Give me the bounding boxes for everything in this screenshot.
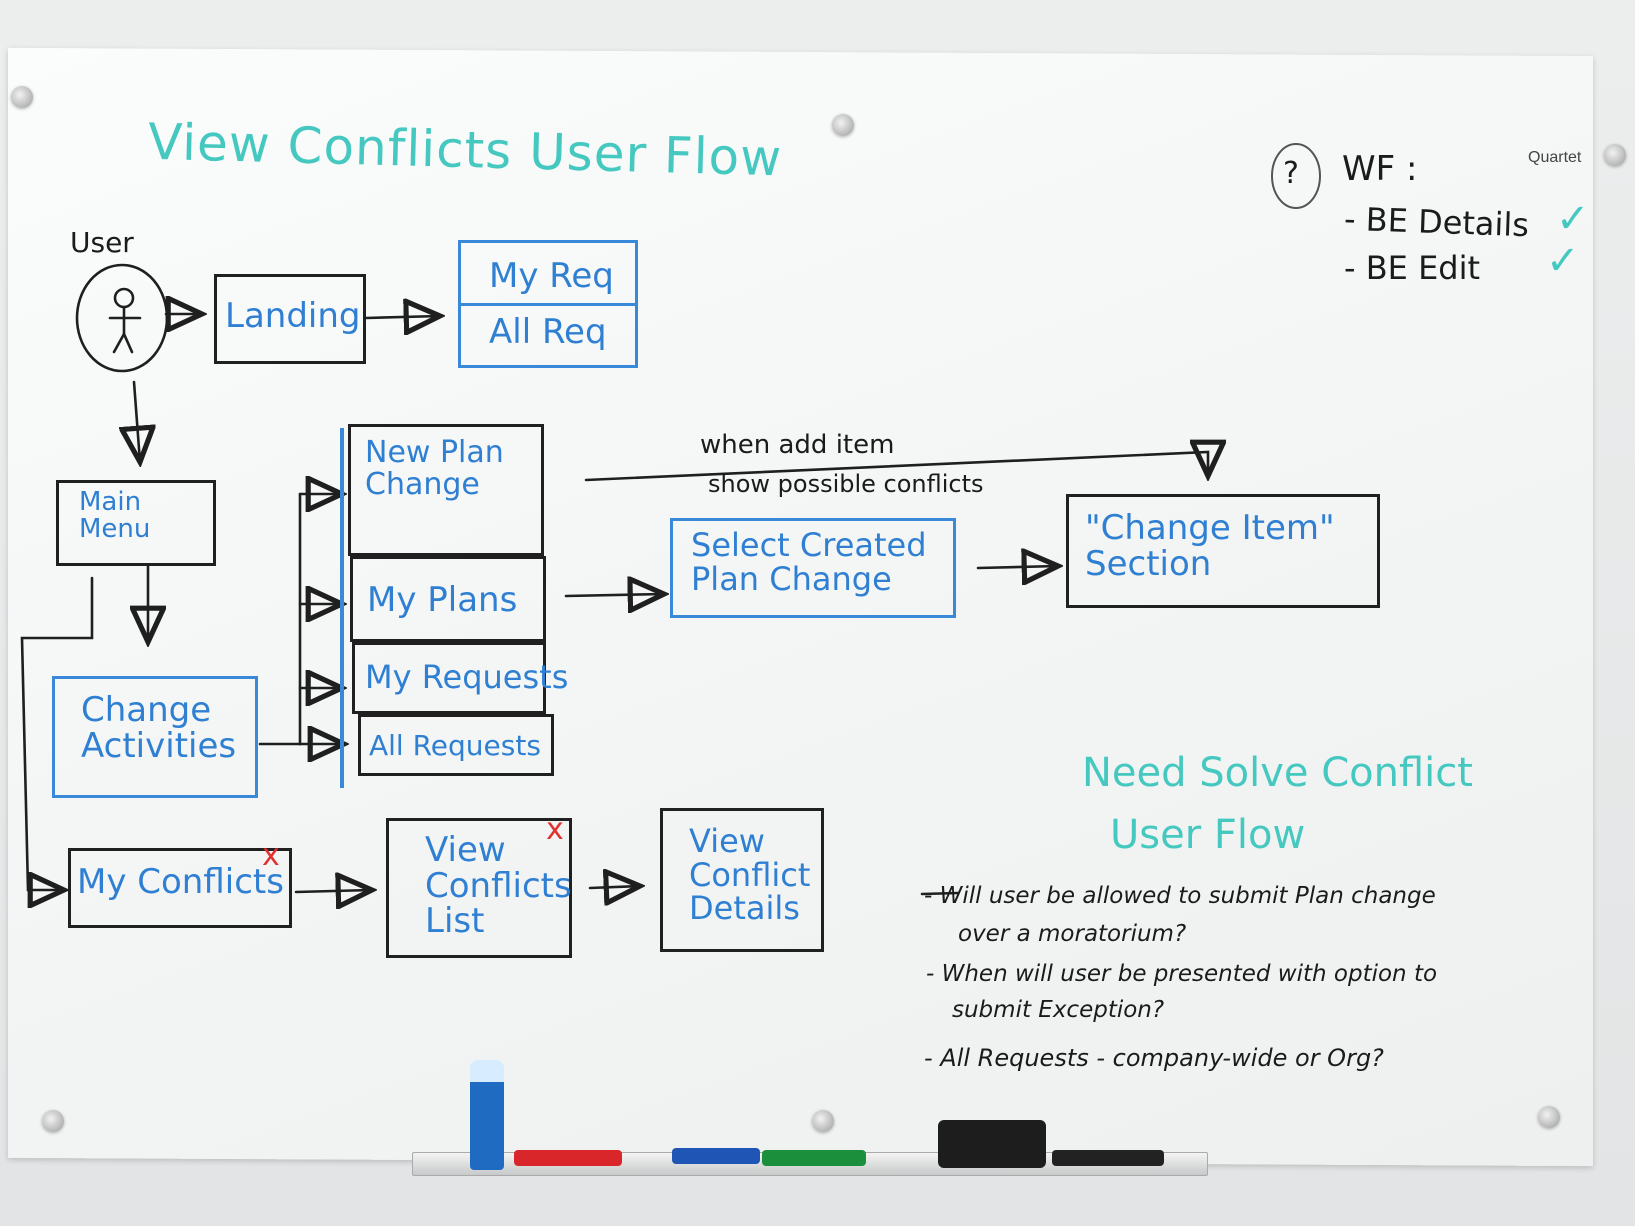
main-menu-label: Main Menu bbox=[79, 487, 151, 545]
main-menu-box: Main Menu bbox=[56, 480, 216, 566]
question-2-line-2: submit Exception? bbox=[952, 997, 1165, 1023]
all-requests-label: All Requests bbox=[369, 729, 541, 762]
view-conflicts-list-x-mark: x bbox=[546, 812, 564, 847]
view-conflicts-list-label: View Conflicts List bbox=[425, 830, 572, 942]
second-title-line-2: User Flow bbox=[1110, 812, 1306, 858]
board-pin-top-left bbox=[11, 86, 33, 108]
select-created-box: Select Created Plan Change bbox=[670, 518, 956, 618]
my-plans-box: My Plans bbox=[350, 556, 546, 642]
my-conflicts-box: My Conflicts bbox=[68, 848, 292, 928]
green-marker bbox=[762, 1150, 866, 1166]
my-requests-box: My Requests bbox=[352, 642, 568, 714]
flow-note-line-2: show possible conflicts bbox=[708, 470, 984, 498]
new-plan-change-label: New Plan Change bbox=[365, 435, 504, 502]
view-conflict-details-label: View Conflict Details bbox=[689, 822, 811, 928]
my-req-label: My Req bbox=[489, 256, 614, 296]
change-item-box: "Change Item" Section bbox=[1066, 494, 1380, 608]
board-pin-top-right bbox=[1604, 144, 1626, 166]
plan-menu-bracket bbox=[340, 428, 344, 788]
my-req-divider bbox=[461, 303, 635, 306]
wf-item-be-edit: - BE Edit bbox=[1344, 249, 1481, 287]
my-conflicts-label: My Conflicts bbox=[77, 862, 284, 902]
all-req-label: All Req bbox=[489, 312, 607, 352]
my-req-box: My Req All Req bbox=[458, 240, 638, 368]
change-item-label: "Change Item" Section bbox=[1085, 508, 1335, 584]
cleaner-spray-bottle bbox=[470, 1060, 504, 1170]
view-conflicts-list-box: View Conflicts List bbox=[386, 818, 572, 958]
board-pin-top-center bbox=[832, 114, 854, 136]
question-3: - All Requests - company-wide or Org? bbox=[924, 1044, 1384, 1072]
new-plan-change-box: New Plan Change bbox=[348, 424, 544, 556]
flow-note-line-1: when add item bbox=[700, 430, 895, 460]
my-plans-label: My Plans bbox=[367, 580, 518, 620]
wf-heading: WF : bbox=[1342, 149, 1418, 189]
board-pin-bottom-center bbox=[812, 1110, 834, 1132]
question-1-line-2: over a moratorium? bbox=[958, 921, 1187, 947]
view-conflict-details-box: View Conflict Details bbox=[660, 808, 824, 952]
change-activities-box: Change Activities bbox=[52, 676, 258, 798]
user-label: User bbox=[70, 226, 134, 259]
question-1-line-1: - Will user be allowed to submit Plan ch… bbox=[924, 883, 1436, 909]
blue-marker bbox=[672, 1148, 760, 1164]
my-requests-label: My Requests bbox=[365, 658, 569, 696]
landing-label: Landing bbox=[225, 296, 361, 336]
brand-label: Quartet bbox=[1528, 149, 1582, 166]
second-title-line-1: Need Solve Conflict bbox=[1082, 750, 1473, 796]
question-2-line-1: - When will user be presented with optio… bbox=[926, 961, 1438, 987]
red-marker bbox=[514, 1150, 622, 1166]
board-pin-bottom-left bbox=[42, 1110, 64, 1132]
black-marker bbox=[1052, 1150, 1164, 1166]
board-pin-bottom-right bbox=[1538, 1106, 1560, 1128]
wf-item-be-details-check: ✓ bbox=[1556, 196, 1590, 242]
wf-item-be-edit-check: ✓ bbox=[1546, 238, 1580, 284]
select-created-label: Select Created Plan Change bbox=[691, 526, 927, 598]
change-activities-label: Change Activities bbox=[81, 690, 237, 766]
all-requests-box: All Requests bbox=[358, 714, 554, 776]
landing-box: Landing bbox=[214, 274, 366, 364]
whiteboard-eraser bbox=[938, 1120, 1046, 1168]
my-conflicts-x-mark: x bbox=[262, 838, 280, 873]
